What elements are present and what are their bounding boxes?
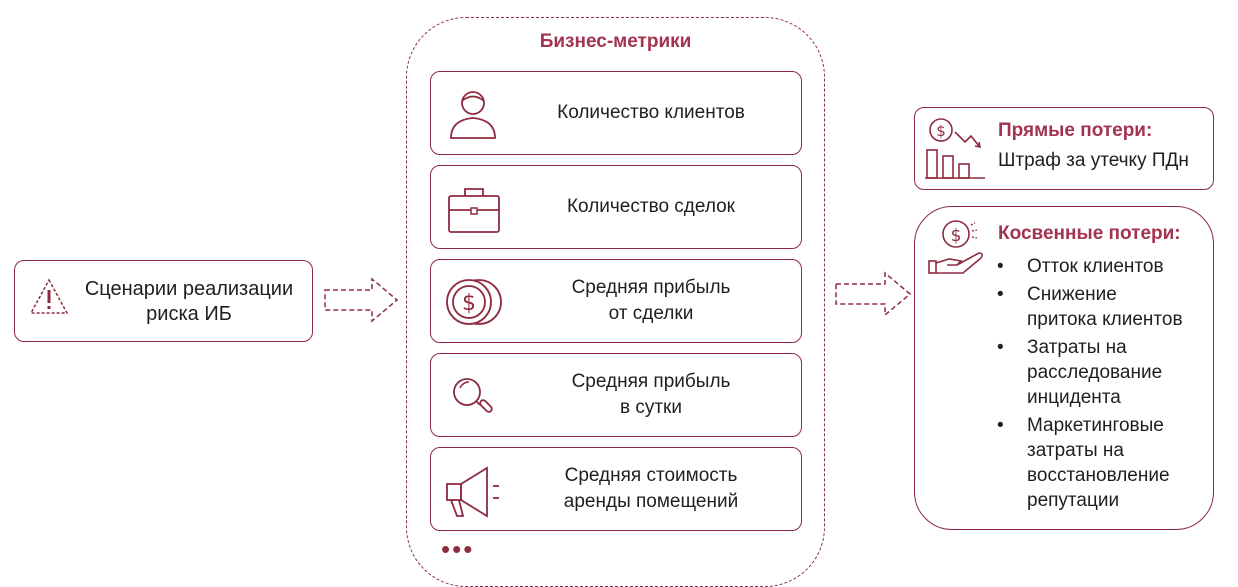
arrow-right-icon <box>324 277 399 323</box>
magnifier-icon <box>453 378 493 413</box>
indirect-losses-box: $ Косвенные потери: Отток клиентов Сниже… <box>914 206 1214 530</box>
scenario-box: Сценарии реализации риска ИБ <box>14 260 313 342</box>
metric-deal-profit: $ Средняя прибыль от сделки <box>430 259 802 343</box>
list-item: Затраты на расследование инцидента <box>997 335 1183 410</box>
metric-label: Средняя прибыль от сделки <box>571 277 731 324</box>
briefcase-icon <box>448 188 500 233</box>
svg-text:$: $ <box>936 122 946 140</box>
list-item: Отток клиентов <box>997 254 1183 279</box>
metric-clients: Количество клиентов <box>430 71 802 155</box>
metric-label: Средняя стоимость аренды помещений <box>563 465 739 512</box>
hand-coin-icon: $ <box>928 220 983 274</box>
coin-icon: $ <box>446 279 502 325</box>
metric-label: Количество клиентов <box>557 102 745 123</box>
falling-chart-icon: $ <box>925 118 985 179</box>
list-item: Снижение притока клиентов <box>997 282 1183 332</box>
direct-losses-box: $ Прямые потери: Штраф за утечку ПДн <box>914 107 1214 190</box>
list-item: Маркетинговые затраты на восстановление … <box>997 413 1183 513</box>
person-icon <box>450 91 496 139</box>
svg-text:$: $ <box>951 226 962 246</box>
direct-losses-text: Штраф за утечку ПДн <box>998 150 1189 171</box>
scenario-label: Сценарии реализации риска ИБ <box>84 278 294 325</box>
indirect-losses-title: Косвенные потери: <box>998 223 1181 244</box>
direct-losses-title: Прямые потери: <box>998 120 1153 141</box>
warning-icon <box>29 278 69 314</box>
more-ellipsis: ••• <box>441 534 475 564</box>
metric-daily-profit: Средняя прибыль в сутки <box>430 353 802 437</box>
arrow-right-icon <box>835 271 912 317</box>
metric-deals: Количество сделок <box>430 165 802 249</box>
svg-text:$: $ <box>462 291 476 316</box>
metric-rent-cost: Средняя стоимость аренды помещений <box>430 447 802 531</box>
megaphone-icon <box>446 466 499 518</box>
metric-label: Средняя прибыль в сутки <box>571 371 731 418</box>
business-metrics-title: Бизнес-метрики <box>539 31 692 52</box>
indirect-losses-list: Отток клиентов Снижение притока клиентов… <box>997 254 1183 516</box>
metric-label: Количество сделок <box>566 196 735 217</box>
